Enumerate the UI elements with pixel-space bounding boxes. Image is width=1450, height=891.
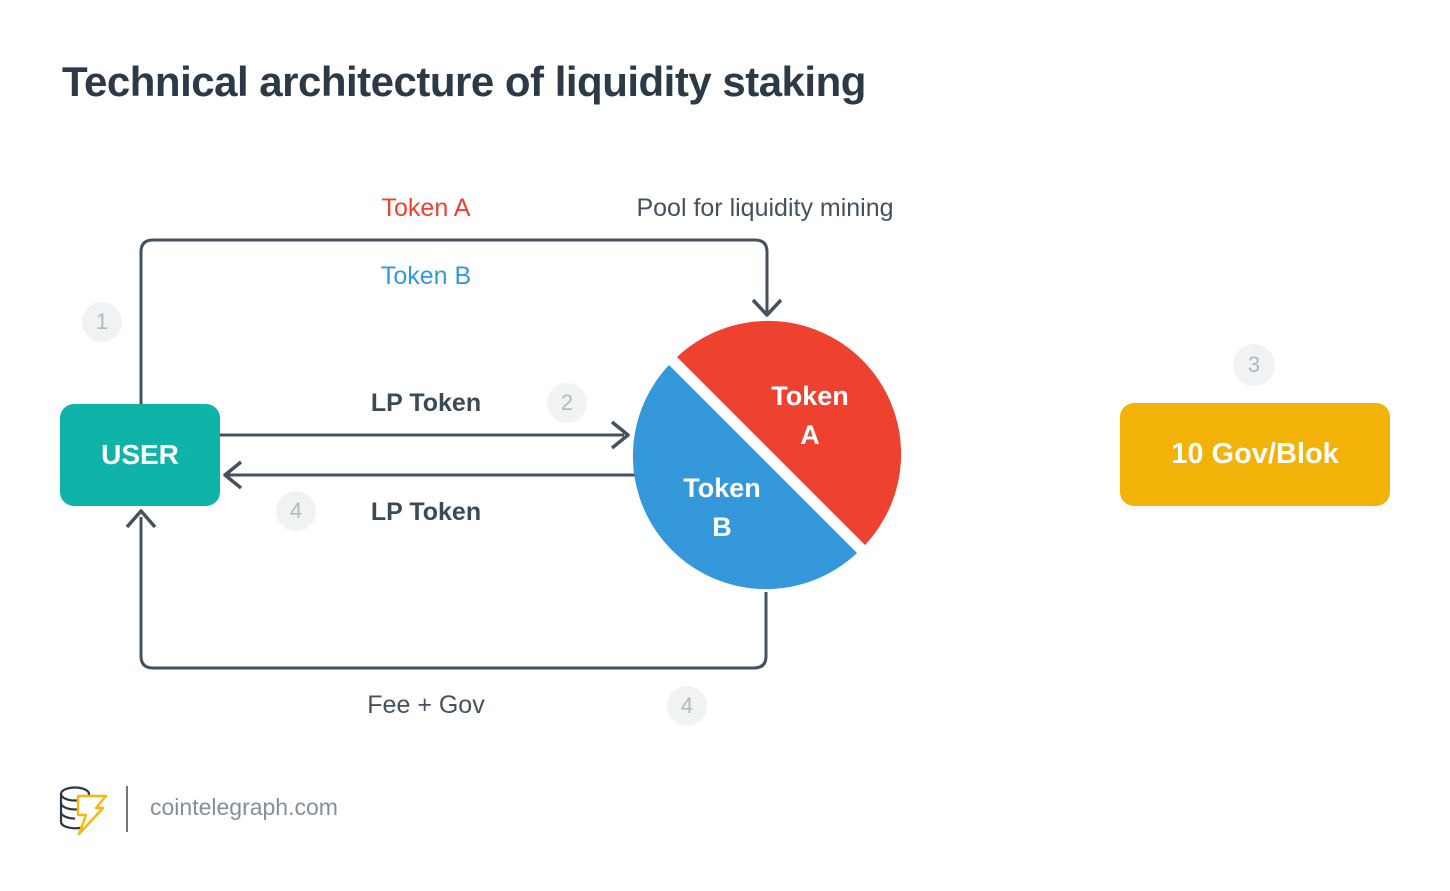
arrowhead-right-icon: [610, 420, 630, 450]
page-title: Technical architecture of liquidity stak…: [62, 58, 866, 105]
step-badge-2: 2: [547, 383, 587, 423]
arrowhead-left-icon: [223, 460, 243, 490]
step-badge-4-fee: 4: [667, 686, 707, 726]
token-b-slice-label: Token B: [683, 473, 761, 542]
token-b-flow-label: Token B: [380, 262, 472, 290]
token-a-slice-label: Token A: [771, 381, 849, 450]
fee-gov-path: [139, 517, 768, 670]
step-badge-3: 3: [1233, 344, 1275, 386]
arrowhead-down-icon: [751, 298, 783, 317]
token-a-flow-label: Token A: [381, 194, 471, 222]
cointelegraph-logo-icon: [59, 786, 108, 836]
user-node: USER: [60, 404, 220, 506]
lp-token-to-user-label: LP Token: [370, 498, 482, 526]
footer: cointelegraph.com: [56, 780, 456, 840]
lp-token-to-pool-label: LP Token: [370, 389, 482, 417]
footer-divider: [126, 786, 128, 832]
step-badge-4-lp: 4: [276, 491, 316, 531]
pool-caption: Pool for liquidity mining: [636, 194, 894, 222]
fee-gov-label: Fee + Gov: [367, 691, 485, 719]
reward-node: 10 Gov/Blok: [1120, 403, 1390, 506]
arrowhead-up-icon: [125, 509, 157, 529]
footer-site-text: cointelegraph.com: [150, 794, 338, 820]
step-badge-1: 1: [82, 302, 122, 342]
liquidity-pool-pie: [632, 320, 902, 590]
